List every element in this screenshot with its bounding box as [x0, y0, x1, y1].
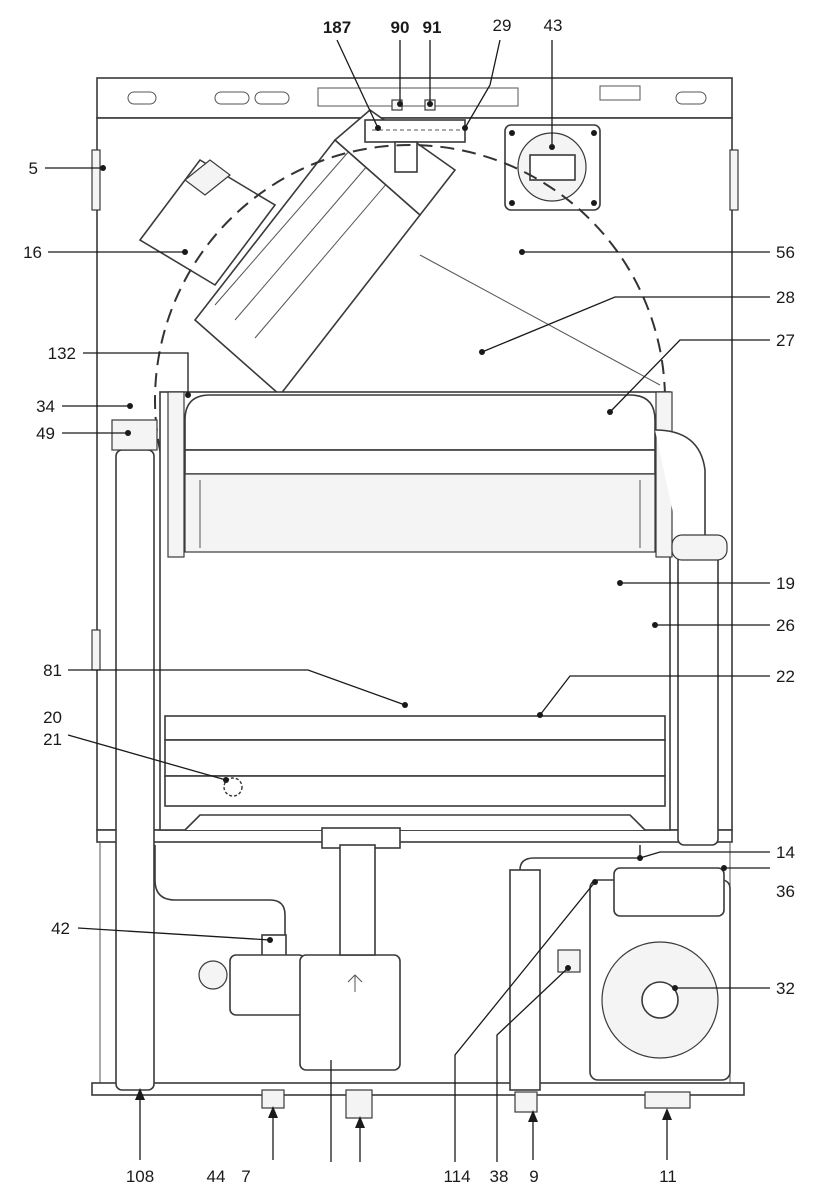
top-bracket [96, 77, 733, 119]
label-19: 19 [776, 574, 795, 593]
cold-water-pipe [509, 869, 541, 1091]
label-187: 187 [323, 18, 351, 37]
label-132: 132 [48, 344, 76, 363]
label-32: 32 [776, 979, 795, 998]
label-38: 38 [490, 1167, 509, 1186]
gas-valve-assembly [154, 844, 401, 1119]
pump-assembly [509, 845, 731, 1113]
air-pressure-switch [504, 124, 601, 211]
label-27: 27 [776, 331, 795, 350]
gas-manifold [164, 775, 666, 807]
label-36: 36 [776, 882, 795, 901]
label-14: 14 [776, 843, 795, 862]
label-90: 90 [391, 18, 410, 37]
label-44: 44 [207, 1167, 226, 1186]
label-5: 5 [29, 159, 38, 178]
label-21: 21 [43, 730, 62, 749]
label-49: 49 [36, 424, 55, 443]
casing-bottom-edge [96, 829, 733, 843]
label-7: 7 [241, 1167, 250, 1186]
left-pipe [115, 449, 155, 1091]
gas-valve-coil [261, 934, 287, 958]
heat-exchanger-top [184, 394, 656, 451]
gas-valve-body [299, 954, 401, 1071]
label-9: 9 [529, 1167, 538, 1186]
callout-labels: 187 90 91 29 43 5 16 56 28 132 27 34 49 … [23, 16, 795, 1186]
gas-feed-pipe [339, 844, 376, 956]
bottom-plate [91, 1082, 745, 1096]
burner-top-bar [164, 715, 666, 741]
label-56: 56 [776, 243, 795, 262]
label-29: 29 [493, 16, 512, 35]
label-91: 91 [423, 18, 442, 37]
label-81: 81 [43, 661, 62, 680]
burner-assembly [164, 715, 666, 849]
label-34: 34 [36, 397, 55, 416]
right-pipe [677, 544, 719, 846]
fill-tap [644, 1091, 691, 1109]
label-20: 20 [43, 708, 62, 727]
diverter-valve [613, 867, 725, 917]
label-42: 42 [51, 919, 70, 938]
label-11: 11 [659, 1167, 677, 1186]
label-16: 16 [23, 243, 42, 262]
label-114: 114 [443, 1167, 470, 1186]
water-pipes [111, 419, 728, 1091]
label-28: 28 [776, 288, 795, 307]
label-108: 108 [126, 1167, 154, 1186]
label-43: 43 [544, 16, 563, 35]
flow-sensor [557, 949, 581, 973]
leader-lines [45, 39, 770, 1162]
label-26: 26 [776, 616, 795, 635]
label-22: 22 [776, 667, 795, 686]
